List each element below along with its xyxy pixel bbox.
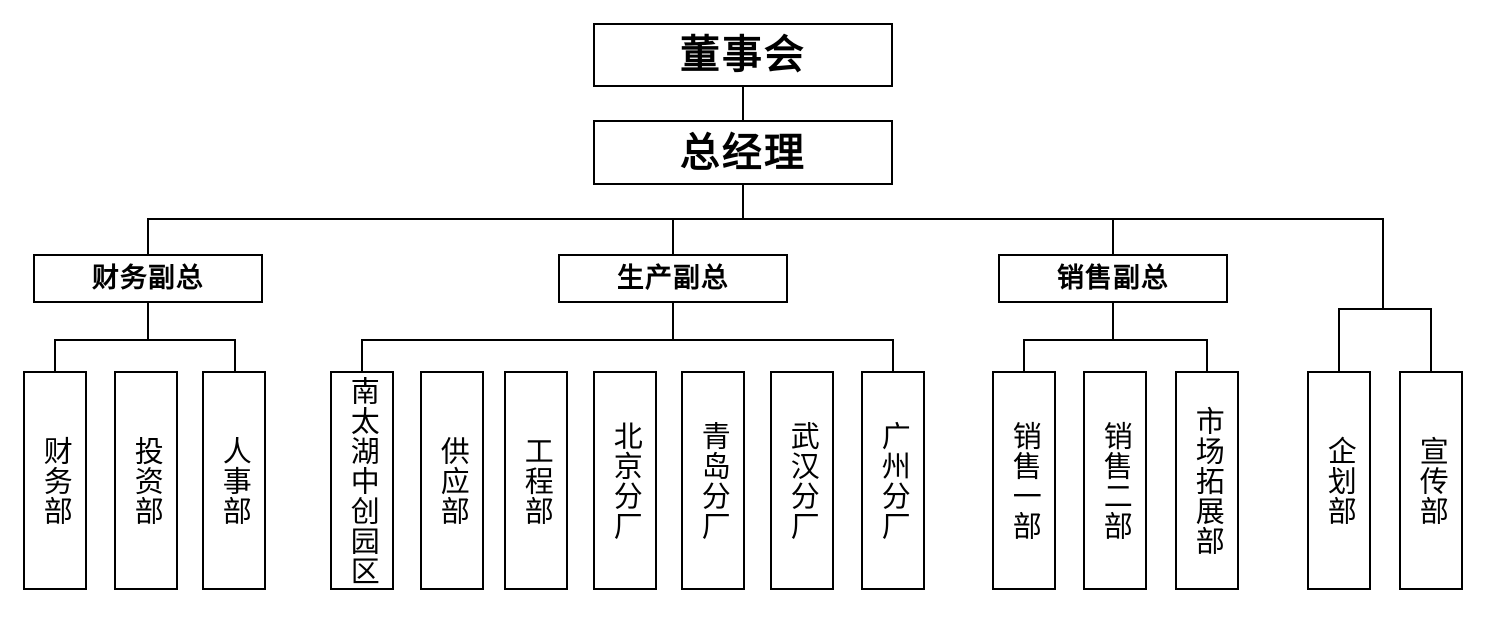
- connector-main-finance-vp: [147, 218, 149, 254]
- connector-sales-right-drop: [1206, 339, 1208, 371]
- connector-main-right-branch: [1382, 218, 1384, 310]
- org-box-wuhan-plant-label: 武汉分厂: [786, 420, 819, 541]
- org-box-investment-dept-label: 投资部: [130, 435, 163, 526]
- connector-right-bracket: [1338, 308, 1432, 310]
- org-box-guangzhou-plant-label: 广州分厂: [877, 420, 910, 541]
- org-box-qingdao-plant-label: 青岛分厂: [697, 420, 730, 541]
- org-box-engineering-dept-label: 工程部: [520, 435, 553, 526]
- org-box-publicity-dept: 宣传部: [1399, 371, 1463, 590]
- org-box-sales-dept-2-label: 销售二部: [1099, 420, 1132, 541]
- org-box-nantaihu-park: 南太湖中创园区: [330, 371, 394, 590]
- org-box-production-vp: 生产副总: [558, 254, 788, 303]
- org-box-qingdao-plant: 青岛分厂: [681, 371, 745, 590]
- org-box-market-expansion-dept-label: 市场拓展部: [1191, 405, 1224, 556]
- org-box-sales-vp-label: 销售副总: [1057, 263, 1169, 294]
- connector-sales-left-drop: [1023, 339, 1025, 371]
- org-box-general-manager-label: 总经理: [680, 130, 806, 175]
- connector-production-bracket: [361, 339, 894, 341]
- org-box-finance-vp: 财务副总: [33, 254, 263, 303]
- connector-production-right-drop: [892, 339, 894, 371]
- org-box-finance-dept-label: 财务部: [39, 435, 72, 526]
- org-box-finance-vp-label: 财务副总: [92, 263, 204, 294]
- connector-finance-right-drop: [234, 339, 236, 371]
- org-box-board-label: 董事会: [680, 33, 806, 77]
- org-box-beijing-plant-label: 北京分厂: [609, 420, 642, 541]
- org-box-planning-dept: 企划部: [1307, 371, 1371, 590]
- org-box-hr-dept: 人事部: [202, 371, 266, 590]
- org-box-beijing-plant: 北京分厂: [593, 371, 657, 590]
- connector-main-horizontal: [147, 218, 1384, 220]
- org-box-supply-dept: 供应部: [420, 371, 484, 590]
- org-box-sales-dept-1-label: 销售一部: [1008, 420, 1041, 541]
- org-box-engineering-dept: 工程部: [504, 371, 568, 590]
- connector-main-production-vp: [672, 218, 674, 254]
- org-box-nantaihu-park-label: 南太湖中创园区: [346, 375, 379, 586]
- connector-gm-mainline: [742, 185, 744, 220]
- org-box-board: 董事会: [593, 23, 893, 87]
- org-box-market-expansion-dept: 市场拓展部: [1175, 371, 1239, 590]
- org-box-general-manager: 总经理: [593, 120, 893, 185]
- connector-production-vp-bracket: [672, 303, 674, 341]
- org-box-finance-dept: 财务部: [23, 371, 87, 590]
- org-box-production-vp-label: 生产副总: [617, 263, 729, 294]
- connector-finance-left-drop: [54, 339, 56, 371]
- org-box-publicity-dept-label: 宣传部: [1415, 435, 1448, 526]
- org-box-investment-dept: 投资部: [114, 371, 178, 590]
- connector-board-gm: [742, 87, 744, 120]
- org-box-sales-dept-2: 销售二部: [1083, 371, 1147, 590]
- connector-production-left-drop: [361, 339, 363, 371]
- org-box-supply-dept-label: 供应部: [436, 435, 469, 526]
- connector-right-publicity-drop: [1430, 308, 1432, 371]
- connector-sales-bracket: [1023, 339, 1208, 341]
- org-box-guangzhou-plant: 广州分厂: [861, 371, 925, 590]
- org-box-planning-dept-label: 企划部: [1323, 435, 1356, 526]
- org-box-hr-dept-label: 人事部: [218, 435, 251, 526]
- connector-main-sales-vp: [1112, 218, 1114, 254]
- org-box-sales-dept-1: 销售一部: [992, 371, 1056, 590]
- connector-finance-vp-bracket: [147, 303, 149, 341]
- org-box-sales-vp: 销售副总: [998, 254, 1228, 303]
- org-box-wuhan-plant: 武汉分厂: [770, 371, 834, 590]
- connector-right-planning-drop: [1338, 308, 1340, 371]
- connector-finance-bracket: [54, 339, 236, 341]
- connector-sales-vp-bracket: [1112, 303, 1114, 341]
